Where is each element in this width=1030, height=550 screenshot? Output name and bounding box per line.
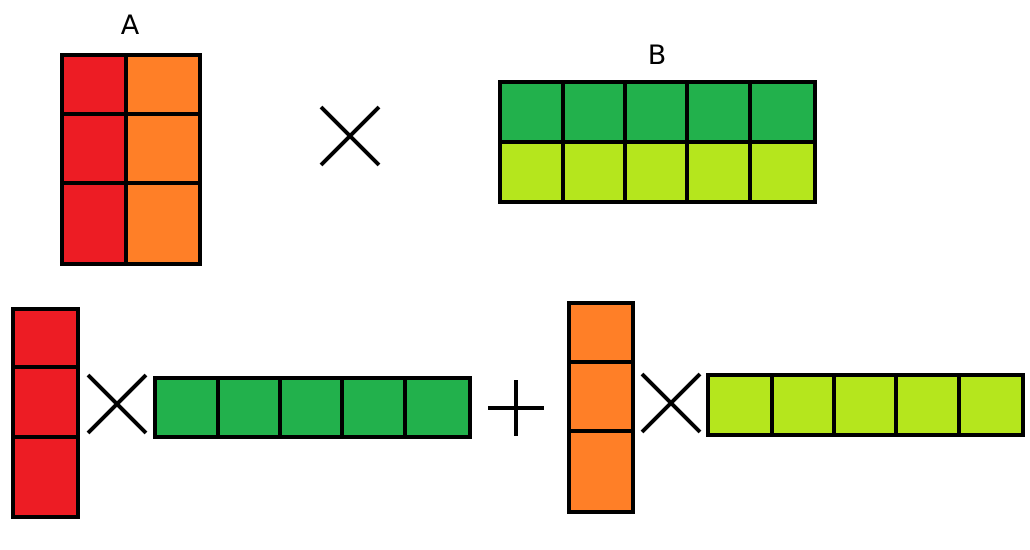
row-vector-2-cell-r1-c1 xyxy=(706,373,774,437)
column-vector-red xyxy=(11,307,80,519)
multiply-left-stroke-2 xyxy=(86,373,148,435)
row-vector-1-cell-r1-c4 xyxy=(340,376,407,439)
matrix-a-cell-r2-c1 xyxy=(60,112,128,185)
matrix-b-cell-r2-c5 xyxy=(748,140,817,204)
row-vector-2-cell-r1-c5 xyxy=(957,373,1025,437)
matrix-b-cell-r2-c2 xyxy=(561,140,627,204)
row-vector-1-cell-r1-c5 xyxy=(403,376,472,439)
row-vector-1-cell-r1-c3 xyxy=(278,376,344,439)
matrix-a-cell-r3-c2 xyxy=(124,181,202,266)
row-vector-2-cell-r1-c2 xyxy=(770,373,836,437)
matrix-a-cell-r3-c1 xyxy=(60,181,128,266)
column-vector-1-cell-r1-c1 xyxy=(11,307,80,369)
column-vector-1-cell-r2-c1 xyxy=(11,365,80,439)
matrix-b-cell-r1-c4 xyxy=(685,80,752,144)
row-vector-light-green xyxy=(706,373,1025,437)
matrix-a-cell-r1-c1 xyxy=(60,53,128,116)
matrix-a-label: A xyxy=(121,10,140,41)
row-vector-dark-green xyxy=(153,376,472,439)
multiply-operator-top xyxy=(319,105,381,167)
row-vector-2-cell-r1-c3 xyxy=(832,373,898,437)
matrix-b-cell-r1-c5 xyxy=(748,80,817,144)
matrix-a xyxy=(60,53,202,266)
row-vector-2-cell-r1-c4 xyxy=(894,373,961,437)
multiply-right-stroke-2 xyxy=(640,372,702,434)
matrix-b-cell-r2-c1 xyxy=(498,140,565,204)
matrix-a-cell-r2-c2 xyxy=(124,112,202,185)
multiply-operator-left xyxy=(86,373,148,435)
matrix-a-cell-r1-c2 xyxy=(124,53,202,116)
matrix-b-cell-r1-c1 xyxy=(498,80,565,144)
column-vector-2-cell-r2-c1 xyxy=(567,360,635,433)
plus-operator xyxy=(488,380,544,436)
column-vector-1-cell-r3-c1 xyxy=(11,435,80,519)
matrix-b xyxy=(498,80,817,204)
matrix-b-cell-r2-c3 xyxy=(623,140,689,204)
matrix-b-cell-r2-c4 xyxy=(685,140,752,204)
multiply-top-stroke-2 xyxy=(319,105,381,167)
row-vector-1-cell-r1-c1 xyxy=(153,376,220,439)
multiply-operator-right xyxy=(640,372,702,434)
matrix-b-cell-r1-c3 xyxy=(623,80,689,144)
column-vector-orange xyxy=(567,301,635,514)
column-vector-2-cell-r3-c1 xyxy=(567,429,635,514)
matrix-b-cell-r1-c2 xyxy=(561,80,627,144)
matrix-b-label: B xyxy=(648,40,667,71)
column-vector-2-cell-r1-c1 xyxy=(567,301,635,364)
row-vector-1-cell-r1-c2 xyxy=(216,376,282,439)
